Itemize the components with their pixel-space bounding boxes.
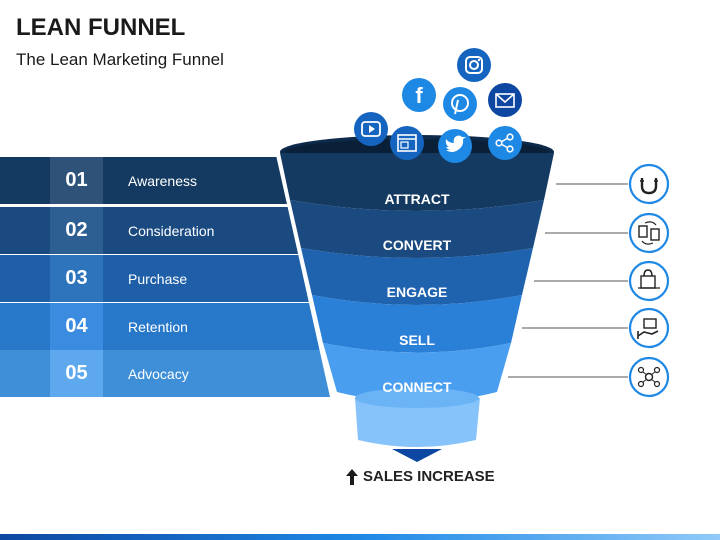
email-icon <box>488 83 522 117</box>
funnel-label-attract: ATTRACT <box>384 191 450 207</box>
stage-row: 02 Consideration <box>0 207 330 254</box>
page-subtitle: The Lean Marketing Funnel <box>16 50 224 69</box>
stage-row: 01 Awareness <box>0 157 330 204</box>
stage-number: 01 <box>50 157 103 204</box>
funnel-label-connect: CONNECT <box>382 379 452 395</box>
twitter-icon <box>438 129 472 163</box>
share-icon <box>488 126 522 160</box>
sales-increase-label: SALES INCREASE <box>346 468 495 485</box>
svg-text:f: f <box>415 83 423 108</box>
shopping-icon <box>628 260 670 302</box>
network-icon <box>628 356 670 398</box>
stage-label: Retention <box>128 318 188 335</box>
funnel-level-sell <box>312 295 522 353</box>
funnel-level-convert <box>290 200 544 258</box>
instagram-icon <box>457 48 491 82</box>
sales-hand-icon <box>628 307 670 349</box>
funnel-level-connect <box>323 343 511 402</box>
funnel-level-engage <box>301 248 533 305</box>
funnel-label-convert: CONVERT <box>383 237 452 253</box>
stage-label: Consideration <box>128 222 215 239</box>
spout-top <box>355 388 479 408</box>
footer-bar <box>0 534 720 540</box>
stage-row: 04 Retention <box>0 303 330 350</box>
spout-arrow-icon <box>392 449 442 462</box>
stage-number: 05 <box>50 350 103 397</box>
stage-label: Awareness <box>128 172 198 189</box>
funnel-label-engage: ENGAGE <box>387 284 448 300</box>
conversion-icon <box>628 212 670 254</box>
stage-label: Advocacy <box>128 365 189 382</box>
facebook-icon: f <box>402 78 436 112</box>
arrow-up-icon <box>346 468 358 485</box>
funnel-spout <box>355 398 480 447</box>
page-title: LEAN FUNNEL <box>16 14 186 41</box>
stage-row: 05 Advocacy <box>0 350 330 397</box>
stage-number: 03 <box>50 255 103 302</box>
pinterest-icon <box>443 87 477 121</box>
sales-increase-text: SALES INCREASE <box>363 468 495 485</box>
magnet-icon <box>628 163 670 205</box>
stage-number: 02 <box>50 207 103 254</box>
stage-label: Purchase <box>128 270 188 287</box>
stage-row: 03 Purchase <box>0 255 330 302</box>
funnel-level-attract <box>280 153 554 211</box>
youtube-icon <box>354 112 388 146</box>
stage-number: 04 <box>50 303 103 350</box>
funnel-label-sell: SELL <box>399 332 435 348</box>
web-ad-icon <box>390 126 424 160</box>
